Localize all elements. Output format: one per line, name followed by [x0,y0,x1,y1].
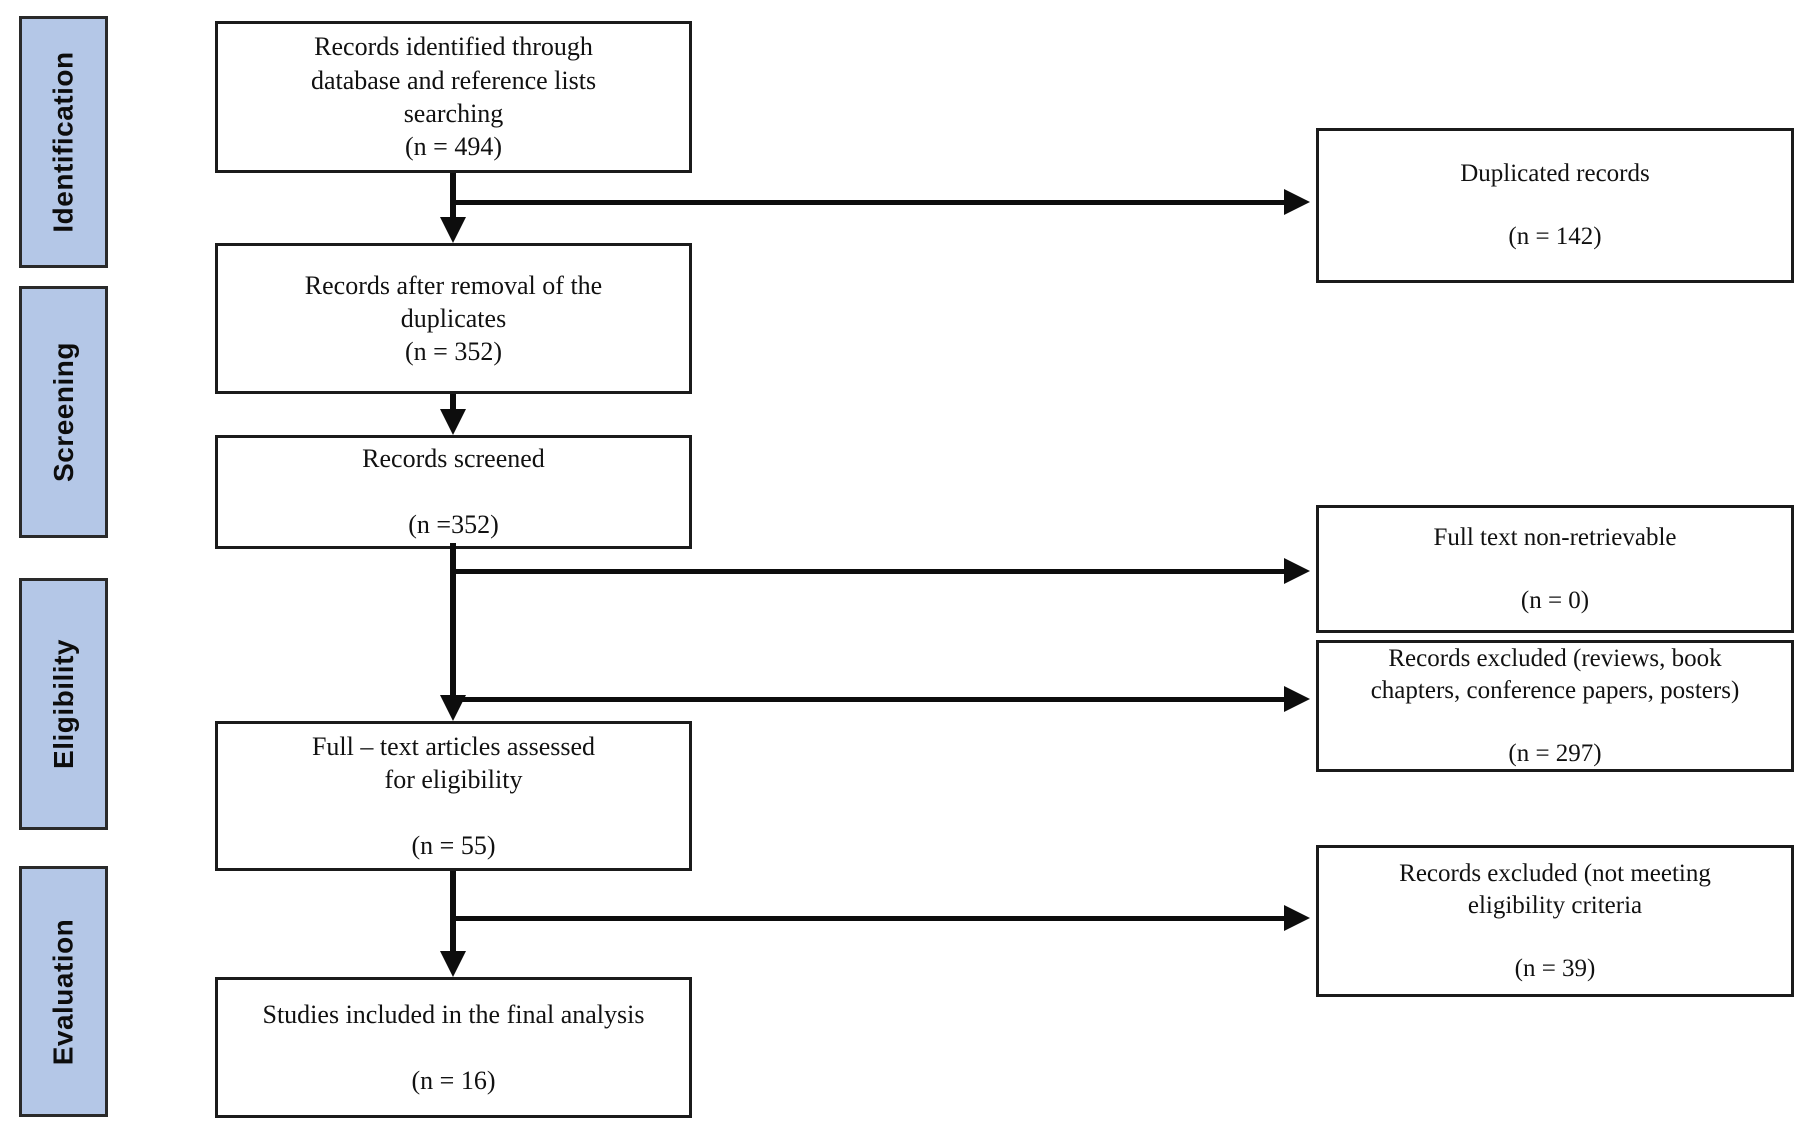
box-count: (n = 142) [1508,223,1602,251]
arrow-down-icon [440,951,466,977]
box-text-spacer [1319,921,1791,953]
box-count: (n = 494) [405,132,502,162]
box-text-line: eligibility criteria [1467,891,1643,919]
box-studies-included: Studies included in the final analysis (… [215,977,692,1118]
arrow-right-icon [1284,189,1310,215]
box-text-line: Duplicated records [1460,160,1650,188]
connector-line [450,173,456,219]
box-duplicated-records: Duplicated records (n = 142) [1316,128,1794,283]
box-count: (n = 0) [1520,586,1590,614]
box-text-line: Records after removal of the [304,270,603,300]
connector-line [450,543,456,695]
connector-line [450,569,1290,574]
box-fulltext-assessed: Full – text articles assessed for eligib… [215,721,692,871]
box-count: (n = 352) [405,337,502,367]
box-count: (n =352) [408,510,499,540]
box-count: (n = 55) [411,831,496,860]
stage-label: Identification [47,51,79,233]
box-text-line: Records excluded (not meeting [1399,860,1711,887]
stage-evaluation: Evaluation [19,866,108,1117]
connector-line [450,200,1290,205]
box-text-line: duplicates [400,303,507,333]
box-records-excluded-eligibility: Records excluded (not meeting eligibilit… [1316,845,1794,997]
box-text-spacer [1319,553,1791,585]
box-text-spacer [1319,190,1791,222]
stage-label: Evaluation [47,918,79,1065]
stage-label: Screening [47,342,79,482]
connector-line [450,916,1290,921]
box-text-spacer [218,1031,689,1064]
box-fulltext-non-retrievable: Full text non-retrievable (n = 0) [1316,505,1794,633]
box-text-line: Full text non-retrievable [1433,523,1677,551]
box-text-line: for eligibility [384,764,523,794]
arrow-down-icon [440,217,466,243]
box-text-line: Records screened [362,444,545,474]
stage-screening: Screening [19,286,108,538]
stage-identification: Identification [19,16,108,268]
box-text-spacer [218,796,689,829]
arrow-right-icon [1284,686,1310,712]
box-count: (n = 297) [1508,739,1602,767]
box-text-line: Studies included in the final analysis [262,999,645,1029]
box-text-spacer [1319,706,1791,738]
arrow-down-icon [440,409,466,435]
box-records-after-dedup: Records after removal of the duplicates … [215,243,692,394]
arrow-right-icon [1284,558,1310,584]
connector-line [450,697,1290,702]
box-count: (n = 39) [1514,954,1596,982]
box-text-line: Full – text articles assessed [311,731,596,761]
box-records-screened: Records screened (n =352) [215,435,692,549]
box-text-line: Records identified through [314,32,593,62]
stage-label: Eligibility [47,639,79,769]
box-text-line: database and reference lists [310,65,597,95]
connector-line [450,394,456,411]
stage-eligibility: Eligibility [19,578,108,830]
box-records-identified: Records identified through database and … [215,21,692,173]
box-text-line: Records excluded (reviews, book [1388,645,1722,672]
box-records-excluded-types: Records excluded (reviews, book chapters… [1316,640,1794,772]
box-text-spacer [218,476,689,509]
connector-line [450,871,456,952]
arrow-right-icon [1284,905,1310,931]
box-text-line: chapters, conference papers, posters) [1370,676,1740,704]
box-count: (n = 16) [411,1065,496,1095]
box-text-line: searching [403,99,504,128]
